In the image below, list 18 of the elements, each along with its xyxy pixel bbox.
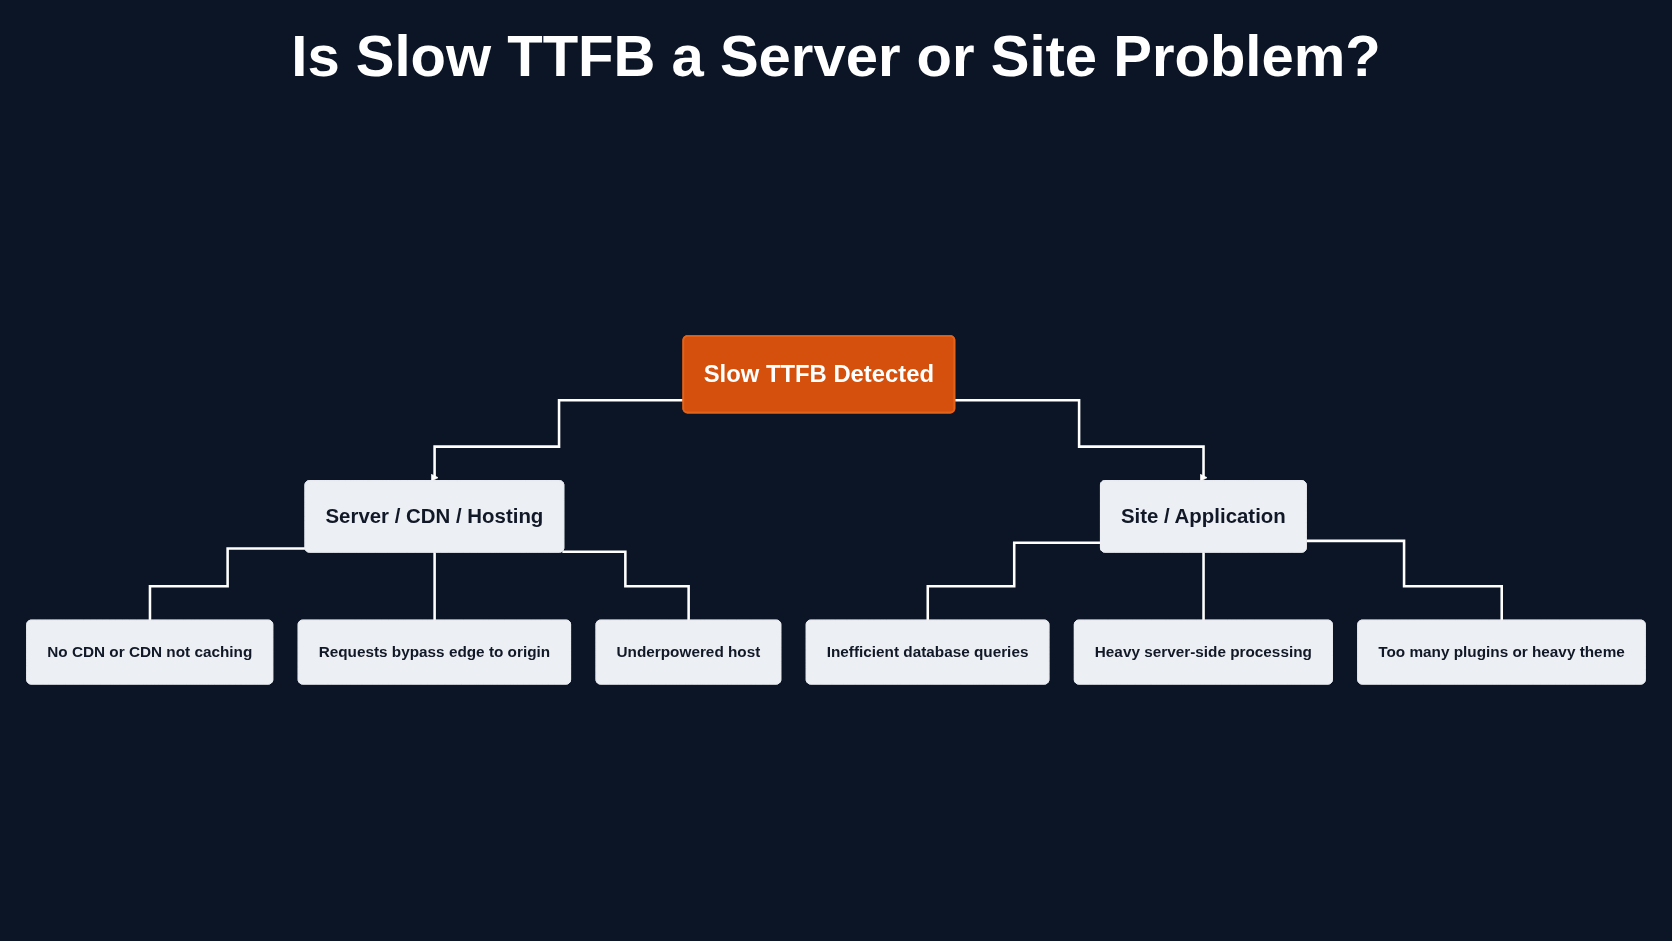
connector-line	[433, 551, 437, 622]
process-box: Inefficient database queries	[805, 619, 1050, 685]
process-box: Slow TTFB Detected	[682, 335, 956, 414]
connector-line	[926, 541, 1101, 622]
connector-line	[148, 547, 306, 622]
arrow	[954, 398, 1208, 482]
connector-line	[1202, 551, 1206, 622]
process-box: Underpowered host	[595, 619, 782, 685]
process-box: Too many plugins or heavy theme	[1357, 619, 1646, 685]
title: Is Slow TTFB a Server or Site Problem?	[291, 22, 1381, 89]
process-box: Site / Application	[1100, 480, 1307, 553]
connector-line	[562, 550, 691, 622]
process-box: No CDN or CDN not caching	[26, 619, 274, 685]
arrow	[431, 398, 684, 482]
connector-line	[1306, 539, 1504, 622]
process-box: Server / CDN / Hosting	[304, 480, 565, 553]
process-box: Requests bypass edge to origin	[297, 619, 571, 685]
process-box: Heavy server-side processing	[1073, 619, 1333, 685]
